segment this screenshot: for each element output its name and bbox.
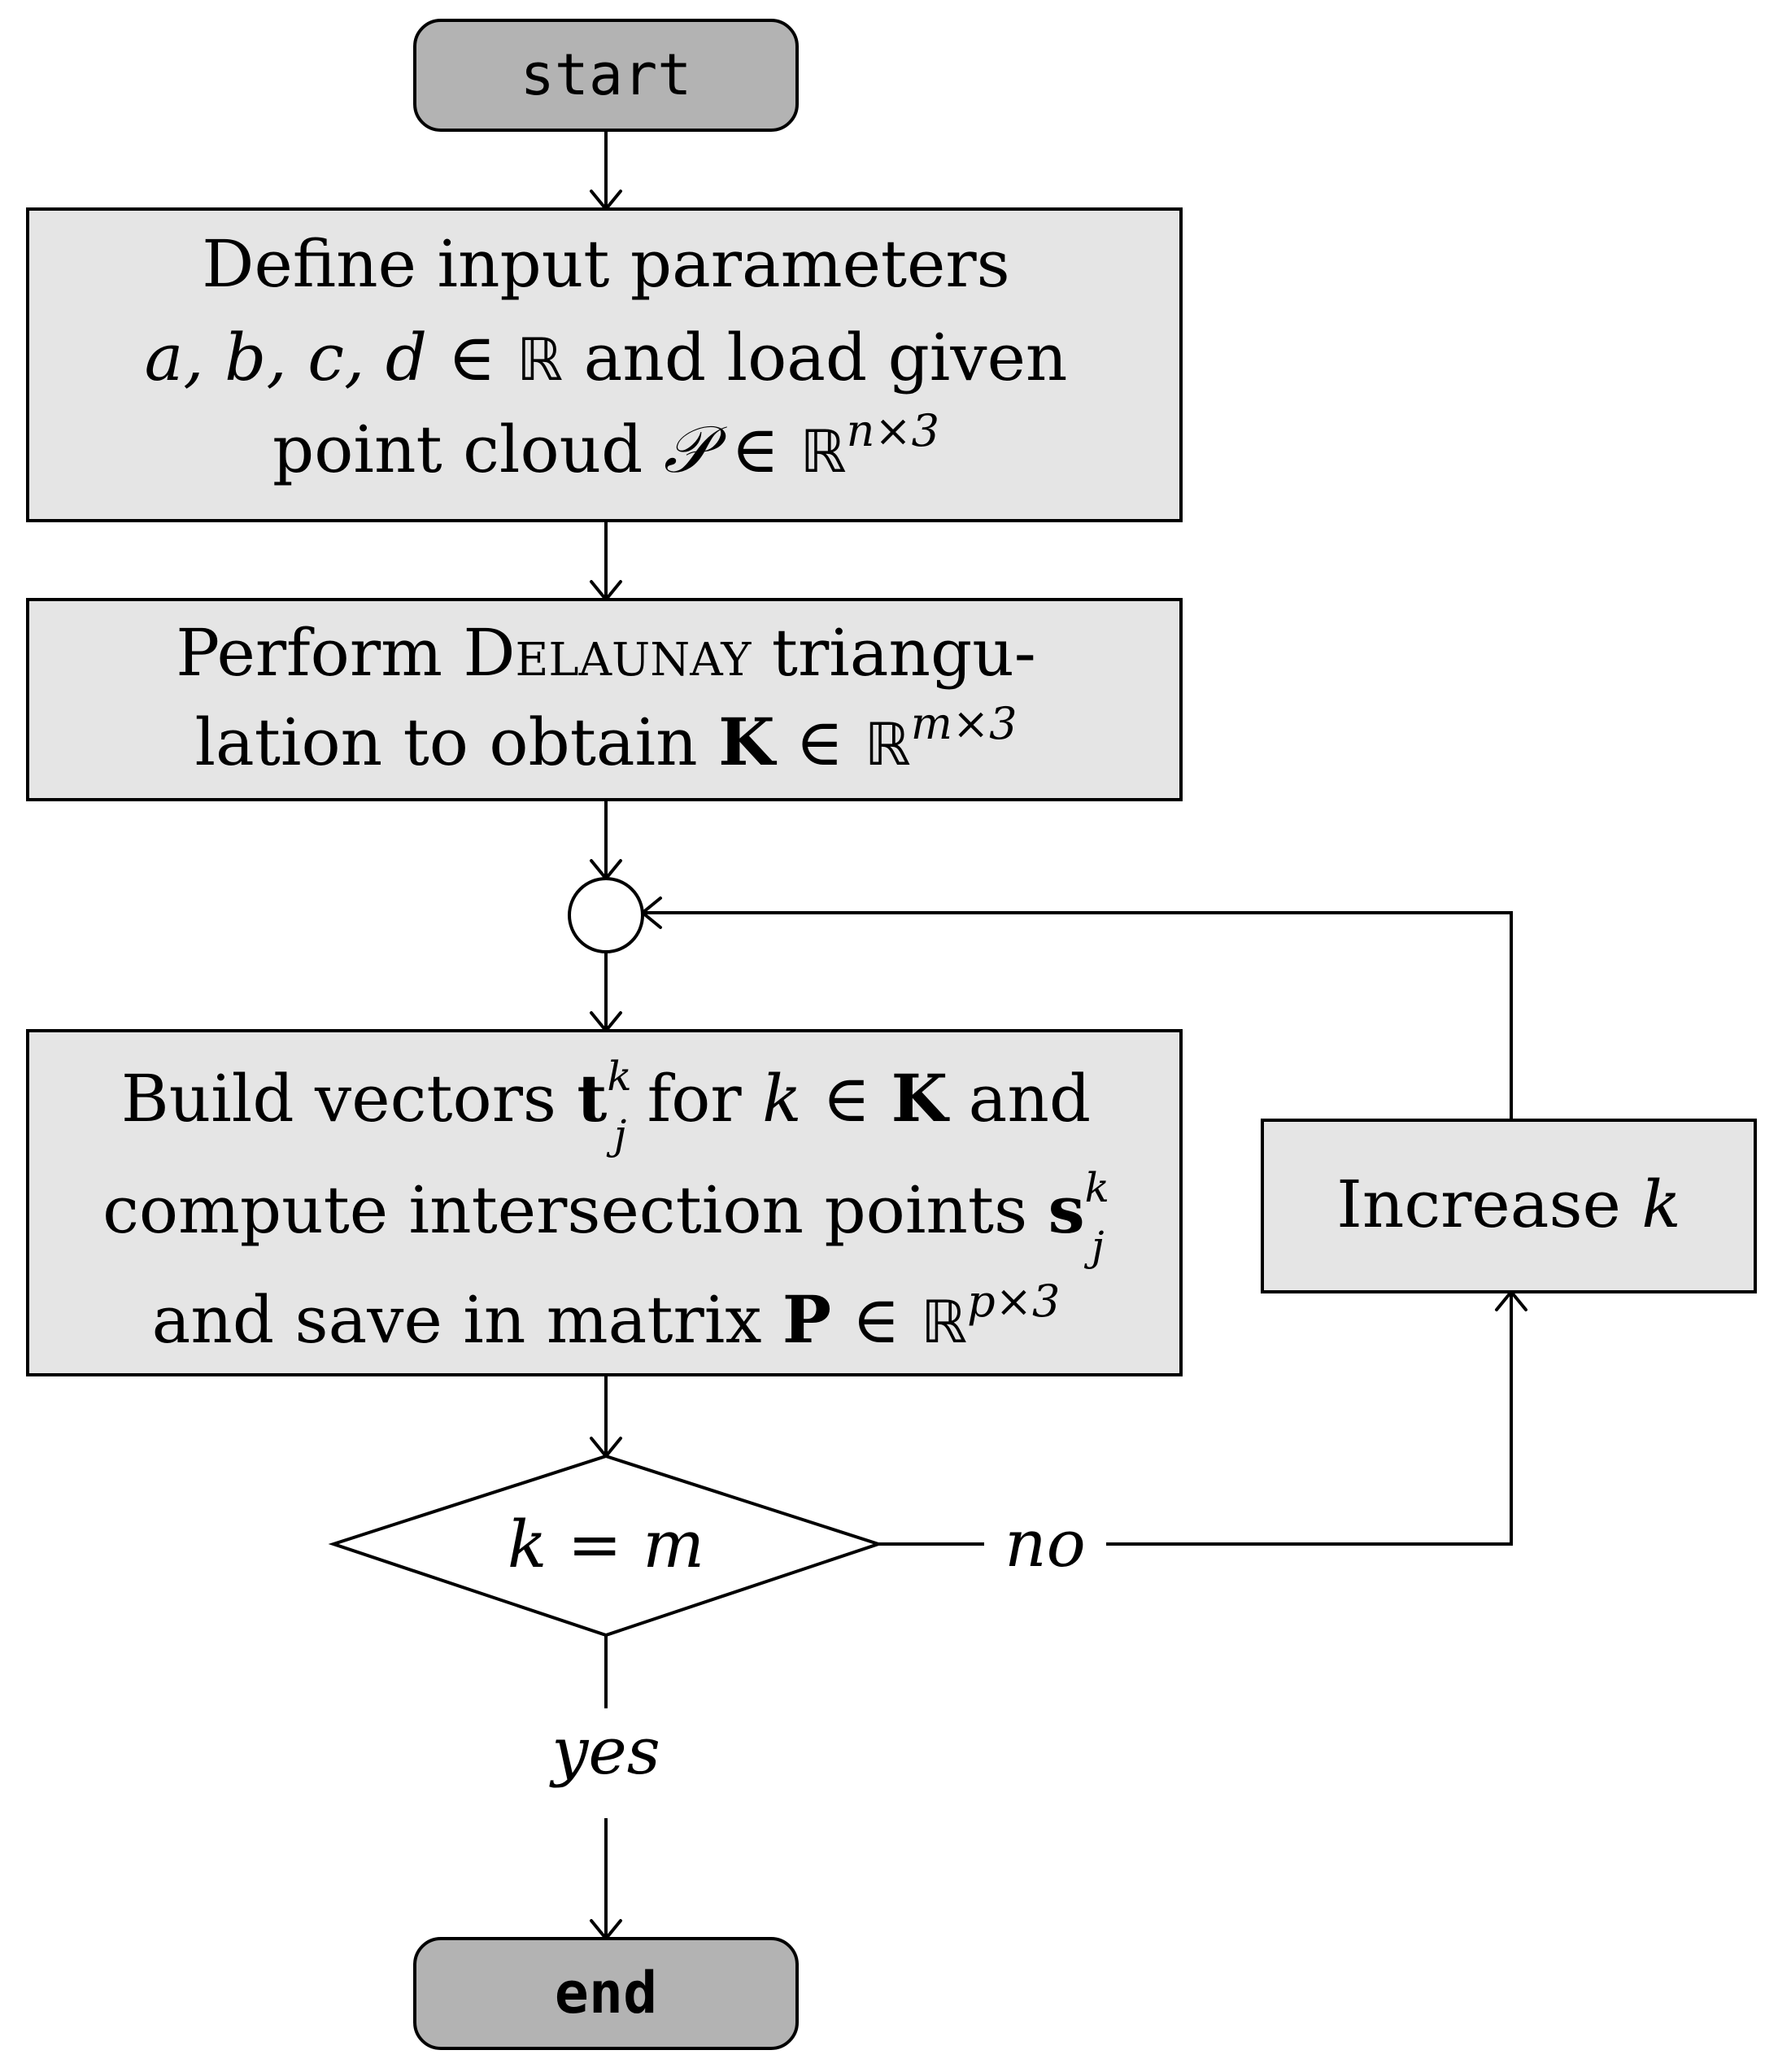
- edge-increase-junction: [643, 911, 1513, 1120]
- real-set-symbol: ℝ: [865, 710, 911, 779]
- define-line-1: Define input parameters: [202, 226, 1009, 302]
- define-line-2-text: and load given: [584, 320, 1068, 395]
- delaunay-name: Delaunay: [463, 615, 752, 691]
- end-terminal: [413, 1937, 799, 2050]
- end-node: end: [413, 1937, 799, 2050]
- element-of-symbol: ∈: [448, 320, 496, 395]
- loop-junction: [568, 877, 644, 953]
- delaunay-box: [26, 598, 1183, 801]
- dimension-superscript: n×3: [847, 405, 939, 456]
- build-line-1-pre: Build vectors: [121, 1061, 556, 1136]
- decision-diamond: [328, 1454, 884, 1638]
- start-terminal: [413, 19, 799, 132]
- delaunay-line-1-post: triangu-: [772, 615, 1036, 691]
- increase-text: Increase: [1336, 1167, 1621, 1242]
- start-label: start: [521, 41, 692, 108]
- point-cloud-symbol: 𝒫: [664, 412, 728, 487]
- build-line-3-pre: and save in matrix: [152, 1282, 762, 1358]
- element-of-symbol: ∈: [822, 1061, 870, 1136]
- element-of-symbol: ∈: [852, 1282, 900, 1358]
- matrix-p-symbol: P: [782, 1281, 831, 1358]
- delaunay-line-2: lation to obtain K ∈ ℝm×3: [194, 698, 1017, 780]
- decision-node: k = m: [328, 1454, 884, 1638]
- dimension-superscript: p×3: [967, 1276, 1060, 1327]
- build-line-3: and save in matrix P ∈ ℝp×3: [152, 1276, 1061, 1358]
- build-line-1-post: and: [969, 1061, 1091, 1136]
- vector-t-superscript: k: [607, 1053, 631, 1100]
- define-node: Define input parameters a, b, c, d ∈ ℝ a…: [26, 207, 1183, 522]
- no-label: no: [1004, 1506, 1086, 1581]
- delaunay-line-2-text: lation to obtain: [194, 704, 697, 780]
- delaunay-node: Perform Delaunay triangu- lation to obta…: [26, 598, 1183, 801]
- build-line-2-pre: compute intersection points: [102, 1172, 1027, 1248]
- element-of-symbol: ∈: [731, 412, 779, 487]
- triangulation-matrix-symbol: K: [891, 1060, 950, 1136]
- dimension-superscript: m×3: [911, 698, 1018, 749]
- define-line-3-text: point cloud: [272, 412, 643, 487]
- real-set-symbol: ℝ: [516, 325, 563, 394]
- increase-label: Increase k: [1336, 1167, 1681, 1242]
- define-box: [26, 207, 1183, 522]
- increase-box: [1261, 1119, 1757, 1293]
- define-line-1-text: Define input parameters: [202, 226, 1009, 302]
- build-box: [26, 1029, 1183, 1376]
- yes-label: yes: [549, 1713, 660, 1789]
- triangulation-matrix-symbol: K: [718, 704, 777, 780]
- delaunay-line-1: Perform Delaunay triangu-: [176, 615, 1036, 691]
- start-node: start: [413, 19, 799, 132]
- vector-s-symbol: s: [1048, 1171, 1085, 1248]
- real-set-symbol: ℝ: [921, 1288, 967, 1356]
- vector-t-symbol: t: [577, 1060, 607, 1136]
- real-set-symbol: ℝ: [800, 417, 847, 486]
- element-of-symbol: ∈: [795, 704, 843, 780]
- vector-s-superscript: k: [1085, 1164, 1109, 1211]
- edge-no-increase: [1106, 1292, 1513, 1546]
- decision-label: k = m: [508, 1507, 704, 1582]
- define-line-3: point cloud 𝒫 ∈ ℝn×3: [272, 405, 939, 487]
- define-vars: a, b, c, d: [145, 320, 428, 395]
- delaunay-line-1-pre: Perform: [176, 615, 442, 691]
- define-line-2: a, b, c, d ∈ ℝ and load given: [145, 320, 1068, 395]
- increase-node: Increase k: [1261, 1119, 1757, 1293]
- end-label: end: [555, 1960, 657, 2026]
- build-line-1-mid: for: [647, 1061, 743, 1136]
- increase-var: k: [1641, 1167, 1680, 1242]
- index-k: k: [762, 1061, 801, 1136]
